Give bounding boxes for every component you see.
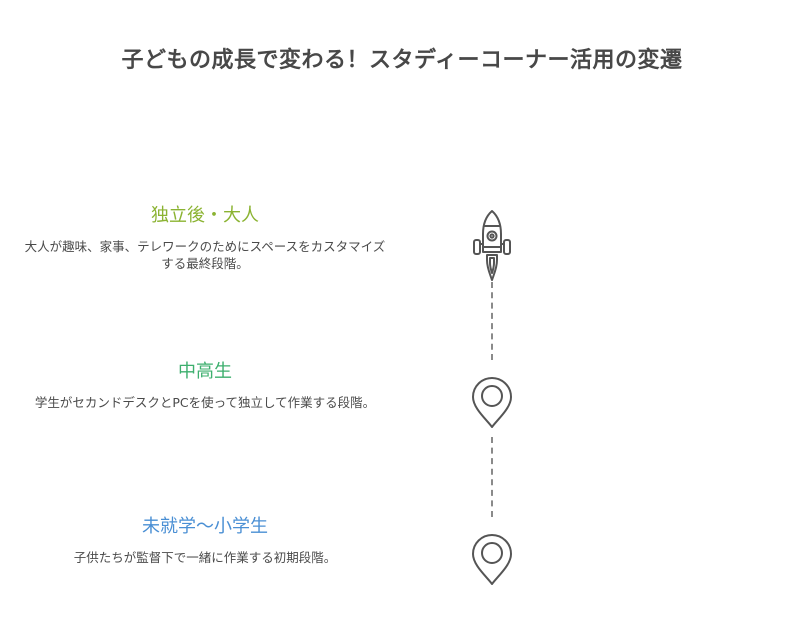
- stage-preschool-elementary: 未就学〜小学生 子供たちが監督下で一緒に作業する初期段階。: [20, 515, 390, 566]
- timeline-connector: [491, 282, 493, 360]
- diagram-title: 子どもの成長で変わる！スタディーコーナー活用の変遷: [121, 48, 683, 73]
- stage-adult: 独立後・大人 大人が趣味、家事、テレワークのためにスペースをカスタマイズする最終…: [20, 204, 390, 272]
- stage-heading: 独立後・大人: [151, 205, 259, 226]
- stage-heading: 未就学〜小学生: [142, 516, 268, 537]
- rocket-icon: [462, 208, 522, 284]
- stage-description: 学生がセカンドデスクとPCを使って独立して作業する段階。: [34, 395, 376, 410]
- stage-description: 子供たちが監督下で一緒に作業する初期段階。: [73, 550, 337, 565]
- stage-heading: 中高生: [178, 361, 232, 382]
- timeline-connector: [491, 437, 493, 517]
- map-pin-icon: [462, 374, 522, 430]
- stage-description: 大人が趣味、家事、テレワークのためにスペースをカスタマイズする最終段階。: [24, 239, 386, 271]
- stage-secondary-school: 中高生 学生がセカンドデスクとPCを使って独立して作業する段階。: [20, 360, 390, 411]
- map-pin-icon: [462, 531, 522, 587]
